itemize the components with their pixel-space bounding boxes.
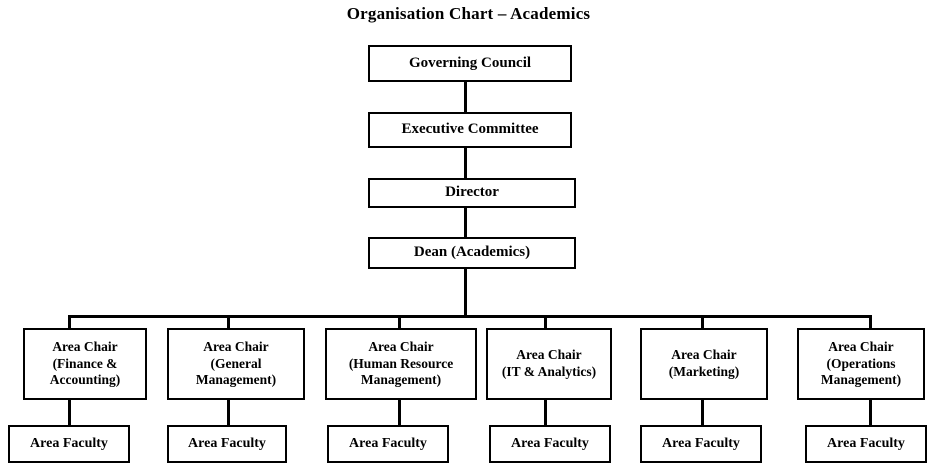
node-label: Area Chair (IT & Analytics) [501,347,597,379]
connector-chair-2-faculty-2 [227,400,230,425]
node-area-faculty-1[interactable]: Area Faculty [8,425,130,463]
node-label: Governing Council [408,54,532,71]
node-label: Director [445,184,499,201]
connector-director-dean [464,208,467,237]
node-label: Executive Committee [401,121,539,138]
connector-bus-drop-5 [701,315,704,329]
node-label: Area Chair (Finance & Accounting) [49,338,121,388]
node-label: Area Faculty [662,435,740,451]
connector-bus-horizontal [68,315,872,318]
connector-chair-5-faculty-5 [701,400,704,425]
node-area-faculty-3[interactable]: Area Faculty [327,425,449,463]
connector-bus-drop-4 [544,315,547,329]
connector-bus-drop-1 [68,315,71,329]
node-area-chair-operations-management[interactable]: Area Chair (Operations Management) [797,328,925,400]
node-label: Area Chair (Marketing) [668,347,740,379]
node-label: Area Faculty [30,435,108,451]
node-area-chair-marketing[interactable]: Area Chair (Marketing) [640,328,768,400]
node-director[interactable]: Director [368,178,576,208]
node-area-chair-general-management[interactable]: Area Chair (General Management) [167,328,305,400]
connector-chair-3-faculty-3 [398,400,401,425]
connector-bus-drop-6 [869,315,872,329]
node-label: Dean (Academics) [413,244,531,261]
node-area-chair-human-resource-management[interactable]: Area Chair (Human Resource Management) [325,328,477,400]
node-label: Area Faculty [349,435,427,451]
connector-chair-1-faculty-1 [68,400,71,425]
node-area-faculty-4[interactable]: Area Faculty [489,425,611,463]
node-area-faculty-6[interactable]: Area Faculty [805,425,927,463]
connector-executive-committee-director [464,148,467,178]
node-executive-committee[interactable]: Executive Committee [368,112,572,148]
node-label: Area Faculty [511,435,589,451]
node-label: Area Chair (Operations Management) [820,338,902,388]
node-area-chair-it-analytics[interactable]: Area Chair (IT & Analytics) [486,328,612,400]
node-dean-academics[interactable]: Dean (Academics) [368,237,576,269]
connector-chair-4-faculty-4 [544,400,547,425]
node-label: Area Faculty [827,435,905,451]
connector-dean-bus [464,269,467,317]
node-area-chair-finance-accounting[interactable]: Area Chair (Finance & Accounting) [23,328,147,400]
node-governing-council[interactable]: Governing Council [368,45,572,82]
node-area-faculty-2[interactable]: Area Faculty [167,425,287,463]
node-label: Area Chair (Human Resource Management) [348,338,454,388]
node-label: Area Chair (General Management) [195,338,277,388]
node-area-faculty-5[interactable]: Area Faculty [640,425,762,463]
connector-governing-council-executive-committee [464,82,467,112]
page-title: Organisation Chart – Academics [346,4,591,23]
connector-chair-6-faculty-6 [869,400,872,425]
connector-bus-drop-2 [227,315,230,329]
connector-bus-drop-3 [398,315,401,329]
node-label: Area Faculty [188,435,266,451]
